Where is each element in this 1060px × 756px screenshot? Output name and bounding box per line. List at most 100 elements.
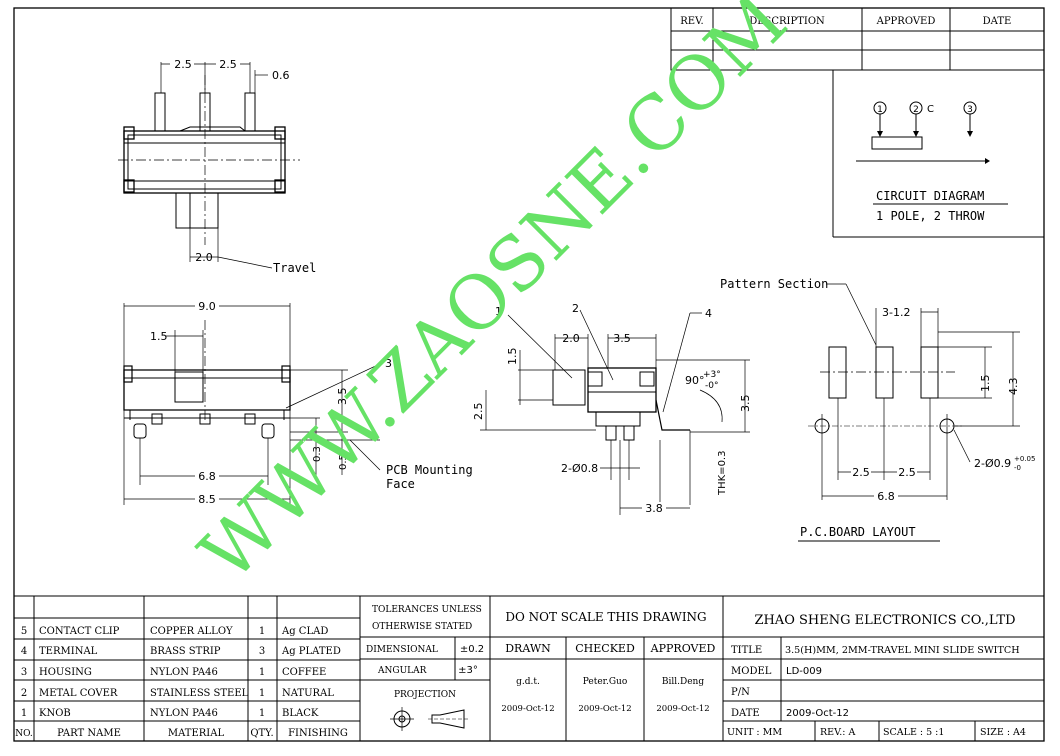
parts-cell-qty: 1 — [259, 667, 265, 678]
angle-minus: -0° — [705, 381, 718, 391]
parts-cell-part: CONTACT CLIP — [39, 626, 120, 637]
dim-pcb-6-8: 6.8 — [877, 490, 895, 503]
side-view-drawing: 2.0 3.5 1 2 4 1.5 2.5 3.5 90° +3° -0° 2-… — [472, 302, 752, 515]
dimensional-label: DIMENSIONAL — [366, 645, 438, 655]
dim-pcb-4-3: 4.3 — [1007, 378, 1020, 396]
circuit-pin-2-common: C — [927, 104, 934, 115]
parts-cell-no: 5 — [21, 626, 27, 637]
parts-cell-no: 4 — [21, 646, 27, 657]
angular-label: ANGULAR — [377, 666, 427, 676]
projection-label: PROJECTION — [394, 690, 456, 700]
angle-plus: +3° — [703, 370, 721, 380]
ref-1: 1 — [495, 305, 502, 318]
parts-cell-part: TERMINAL — [39, 646, 98, 657]
dim-pin-0-3: 0.3 — [312, 446, 323, 462]
top-view-drawing: 2.5 2.5 0.6 2.0 Travel — [118, 57, 316, 275]
date-value: 2009-Oct-12 — [786, 708, 849, 719]
dim-knob-1-5: 1.5 — [150, 330, 168, 343]
dimensional-value: ±0.2 — [460, 644, 484, 655]
parts-cell-finish: BLACK — [282, 708, 319, 719]
parts-header-finish: FINISHING — [288, 728, 348, 739]
pcb-face-line1: PCB Mounting — [386, 463, 473, 477]
dim-bottom-6-8: 6.8 — [198, 470, 216, 483]
revision-block: REV. DESCRIPTION APPROVED DATE — [670, 7, 1045, 71]
drawn-label: DRAWN — [505, 642, 551, 655]
travel-label: Travel — [273, 261, 316, 275]
parts-header-no: NO. — [15, 729, 33, 739]
circuit-pin-3: 3 — [967, 105, 973, 115]
dim-side-3-5: 3.5 — [613, 332, 631, 345]
dim-pin-0-5: 0.5 — [338, 454, 349, 470]
parts-header-part: PART NAME — [57, 728, 121, 739]
parts-cell-finish: Ag PLATED — [281, 646, 341, 657]
pn-label: P/N — [731, 687, 750, 698]
title-block: ZHAO SHENG ELECTRONICS CO.,LTD TITLE 3.5… — [723, 613, 1044, 741]
model-label: MODEL — [731, 666, 772, 677]
parts-cell-part: HOUSING — [39, 667, 92, 678]
pattern-section-label: Pattern Section — [720, 277, 828, 291]
description-header: DESCRIPTION — [749, 16, 825, 27]
dim-side-1-5: 1.5 — [506, 348, 519, 366]
checked-label: CHECKED — [575, 642, 635, 655]
dim-pcb-hole-minus: -0 — [1014, 464, 1021, 472]
approved-header: APPROVED — [876, 16, 936, 27]
parts-cell-qty: 1 — [259, 626, 265, 637]
scale-value: SCALE : 5 :1 — [883, 727, 944, 738]
parts-cell-qty: 1 — [259, 708, 265, 719]
front-view-drawing: 9.0 1.5 3.5 3 0.3 0.5 PCB Mounting Face — [123, 300, 473, 506]
dim-top-pitch-a: 2.5 — [174, 58, 192, 71]
dim-pcb-pitch-a: 2.5 — [852, 466, 870, 479]
parts-cell-part: METAL COVER — [39, 688, 118, 699]
title-label: TITLE — [731, 645, 762, 656]
parts-header-qty: QTY. — [250, 728, 273, 739]
parts-cell-material: NYLON PA46 — [150, 708, 218, 719]
drawn-name: g.d.t. — [516, 677, 540, 687]
dim-side-3-8: 3.8 — [645, 502, 663, 515]
parts-cell-no: 3 — [21, 667, 27, 678]
parts-cell-material: BRASS STRIP — [150, 646, 221, 657]
circuit-pin-2: 2 — [913, 105, 919, 115]
size-value: SIZE : A4 — [980, 727, 1026, 738]
model-value: LD-009 — [786, 666, 822, 677]
dim-top-pin-width: 0.6 — [272, 69, 290, 82]
parts-cell-finish: Ag CLAD — [281, 626, 328, 637]
pcb-face-line2: Face — [386, 477, 415, 491]
dim-bottom-8-5: 8.5 — [198, 493, 216, 506]
company-name: ZHAO SHENG ELECTRONICS CO.,LTD — [754, 613, 1015, 628]
checked-name: Peter.Guo — [583, 677, 628, 687]
dim-pcb-pad-width: 3-1.2 — [882, 306, 910, 319]
dim-pcb-hole: 2-Ø0.9 — [974, 457, 1011, 470]
title-value: 3.5(H)MM, 2MM-TRAVEL MINI SLIDE SWITCH — [785, 645, 1020, 656]
dim-top-pitch-b: 2.5 — [219, 58, 237, 71]
do-not-scale-notice: DO NOT SCALE THIS DRAWING — [505, 610, 706, 624]
tolerances-block: TOLERANCES UNLESS OTHERWISE STATED DIMEN… — [360, 596, 491, 741]
dim-pcb-hole-plus: +0.05 — [1014, 455, 1035, 463]
tolerances-title-l1: TOLERANCES UNLESS — [372, 605, 482, 615]
parts-cell-finish: NATURAL — [282, 688, 334, 699]
approved-date: 2009-Oct-12 — [656, 704, 709, 714]
circuit-subtitle: 1 POLE, 2 THROW — [876, 209, 985, 223]
tolerances-title-l2: OTHERWISE STATED — [372, 622, 472, 632]
dim-holes-0-8: 2-Ø0.8 — [561, 462, 598, 475]
parts-cell-qty: 1 — [259, 688, 265, 699]
unit-value: UNIT : MM — [727, 727, 782, 738]
parts-cell-finish: COFFEE — [282, 667, 326, 678]
rev-value: REV.: A — [820, 727, 856, 738]
approved-name: Bill.Deng — [662, 677, 704, 687]
angular-value: ±3° — [458, 665, 478, 676]
parts-cell-material: NYLON PA46 — [150, 667, 218, 678]
parts-header-material: MATERIAL — [168, 728, 225, 739]
pcb-layout-drawing: Pattern Section 3-1.2 1.5 4.3 2-Ø0.9 +0.… — [720, 277, 1035, 542]
circuit-pin-1: 1 — [877, 105, 883, 115]
approved-label: APPROVED — [650, 642, 716, 655]
ref-2: 2 — [572, 302, 579, 315]
angle-main: 90° — [685, 374, 705, 387]
dim-height-3-5: 3.5 — [336, 388, 349, 406]
dim-side-height-3-5: 3.5 — [739, 395, 752, 413]
pcb-layout-title: P.C.BOARD LAYOUT — [800, 525, 916, 539]
dim-pcb-pitch-b: 2.5 — [898, 466, 916, 479]
dim-travel: 2.0 — [195, 251, 213, 264]
